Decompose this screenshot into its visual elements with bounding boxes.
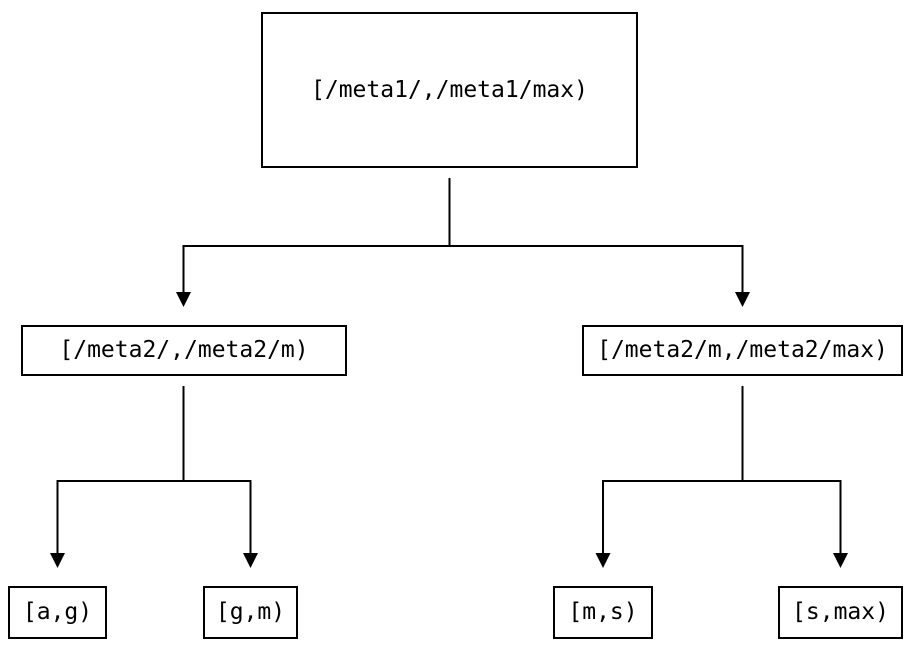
tree-node-leaf-a-g: [a,g) (8, 586, 107, 639)
tree-node-meta2-right-range: [/meta2/m,/meta2/max) (582, 325, 903, 376)
connector-root-to-children (176, 178, 750, 307)
arrow-down-icon (595, 553, 611, 568)
arrow-down-icon (50, 553, 65, 568)
connector-rightmid-to-leaves (595, 386, 848, 568)
tree-node-leaf-s-max: [s,max) (778, 586, 903, 639)
tree-node-meta2-left-range: [/meta2/,/meta2/m) (21, 325, 347, 376)
tree-node-root-meta1-range: [/meta1/,/meta1/max) (261, 12, 638, 168)
tree-node-leaf-m-s: [m,s) (553, 586, 653, 639)
arrow-down-icon (243, 553, 258, 568)
arrow-down-icon (833, 553, 848, 568)
arrow-down-icon (176, 292, 191, 307)
connector-leftmid-to-leaves (50, 386, 258, 568)
tree-node-leaf-g-m: [g,m) (203, 586, 298, 639)
arrow-down-icon (735, 292, 750, 307)
